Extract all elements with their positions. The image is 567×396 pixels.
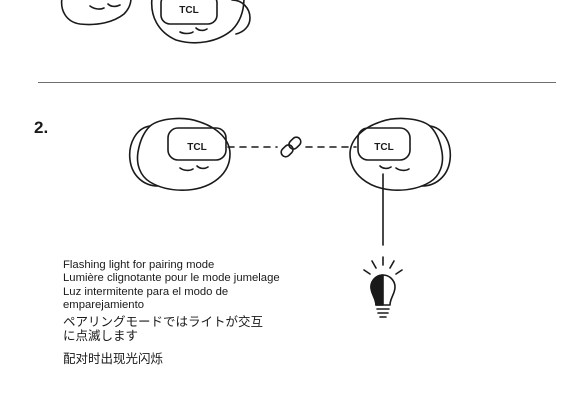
description-spanish: Luz intermitente para el modo de emparej…	[63, 286, 229, 311]
description-japanese: ペアリングモードではライトが交互 に点滅します	[63, 315, 264, 343]
left-earbud-icon	[128, 117, 231, 191]
description-chinese: 配对时出现光闪烁	[63, 352, 164, 366]
light-rays	[363, 256, 403, 275]
section-divider	[38, 82, 556, 83]
earbud-icon	[60, 0, 132, 26]
previous-step-illustration: TCL	[60, 0, 251, 44]
pairing-illustration: TCL TCL	[128, 117, 452, 318]
earbud-logo: TCL	[179, 5, 198, 16]
link-chain-icon	[280, 136, 302, 158]
step-number: 2.	[34, 118, 49, 137]
right-earbud-logo: TCL	[374, 142, 393, 153]
earbud-icon	[150, 0, 251, 44]
description-english: Flashing light for pairing mode	[63, 259, 215, 271]
right-earbud-icon	[349, 117, 452, 191]
left-earbud-logo: TCL	[187, 142, 206, 153]
description-french: Lumière clignotante pour le mode jumelag…	[63, 272, 280, 284]
light-bulb-icon	[370, 274, 396, 318]
